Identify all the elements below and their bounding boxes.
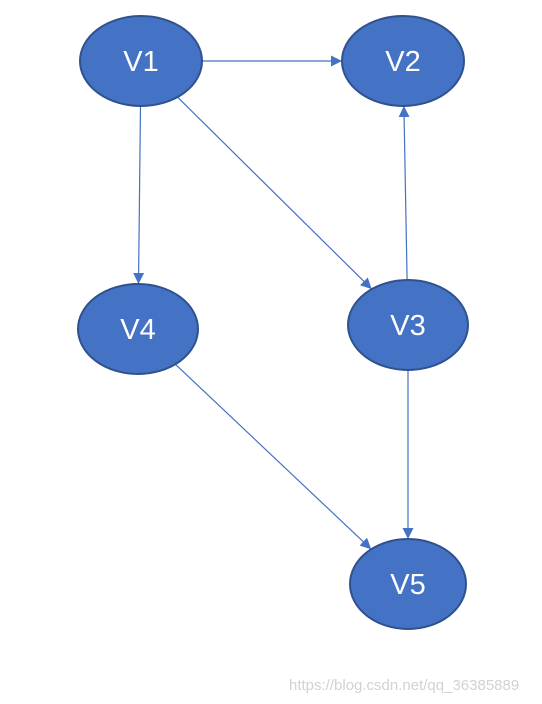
node-v2-ellipse: [341, 15, 465, 107]
node-v4-label: V4: [120, 314, 155, 346]
node-v2: V2: [341, 15, 465, 107]
node-v1-ellipse: [79, 15, 203, 107]
node-v5-ellipse: [349, 538, 467, 630]
watermark-text: https://blog.csdn.net/qq_36385889: [289, 677, 520, 694]
node-v1: V1: [79, 15, 203, 107]
edge-v3-v2: [398, 105, 410, 281]
node-v3-label: V3: [390, 310, 425, 342]
node-v4: V4: [77, 283, 199, 375]
node-v3: V3: [347, 279, 469, 371]
edge-v1-v4: [133, 105, 145, 285]
edge-v1-v3: [177, 96, 373, 290]
node-v2-label: V2: [385, 46, 420, 78]
node-v5-label: V5: [390, 569, 425, 601]
node-v5: V5: [349, 538, 467, 630]
node-v1-label: V1: [123, 46, 158, 78]
edges-group: [133, 55, 414, 550]
edge-v4-v5: [174, 363, 372, 550]
node-v4-ellipse: [77, 283, 199, 375]
node-v3-ellipse: [347, 279, 469, 371]
nodes-group: V1 V2 V3 V4 V5: [77, 15, 469, 630]
